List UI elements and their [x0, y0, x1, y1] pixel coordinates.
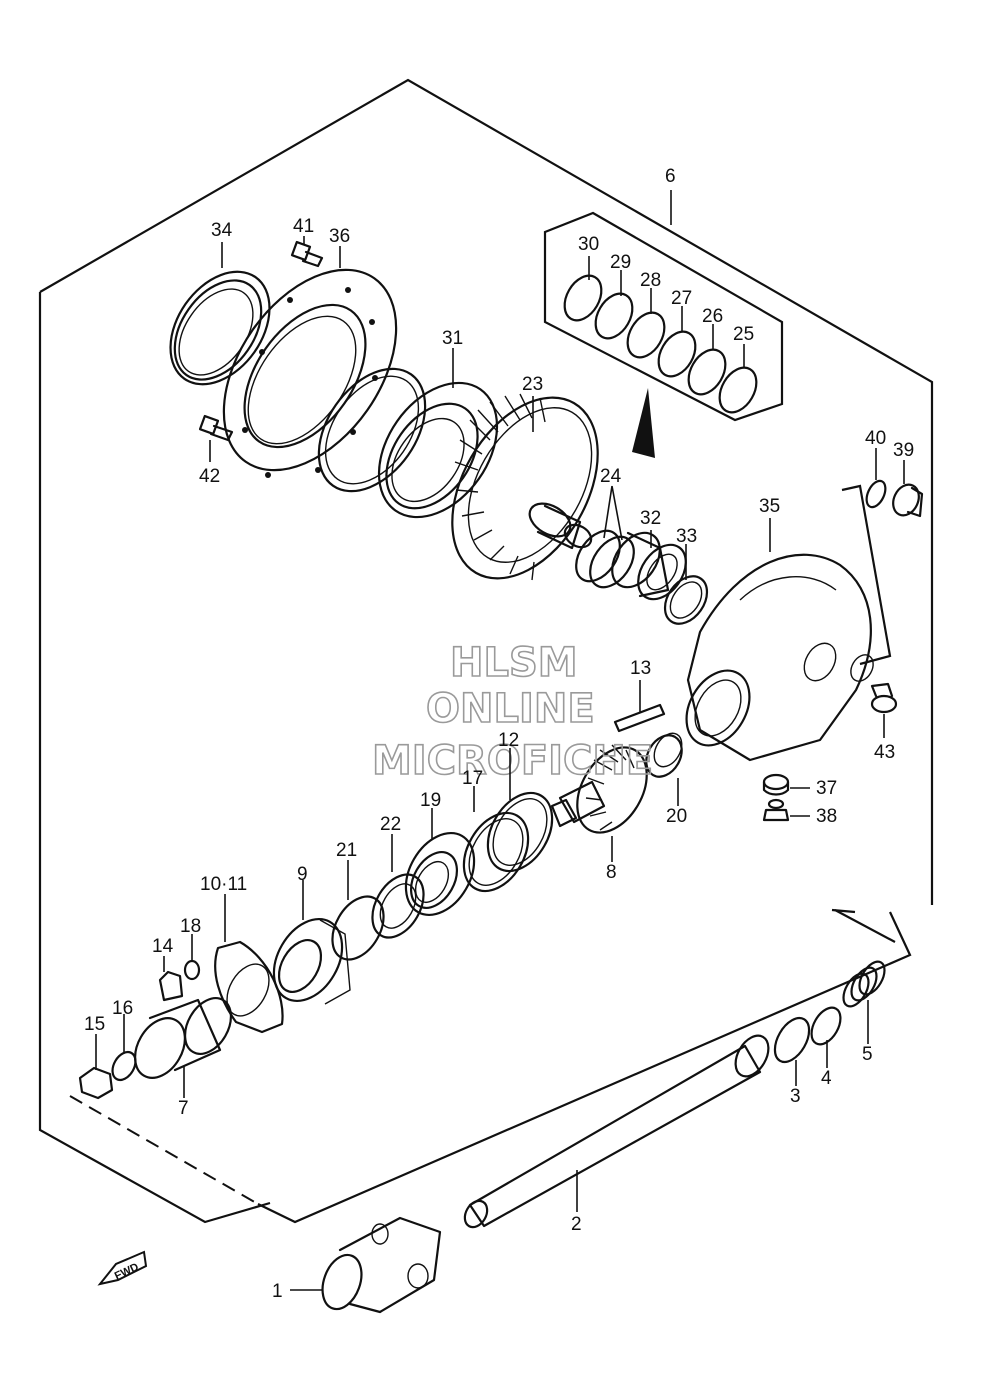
callout-1: 1: [272, 1281, 283, 1302]
callout-10-11: 10·11: [200, 874, 247, 895]
part-13-stud: [613, 703, 666, 733]
callout-16: 16: [112, 998, 133, 1019]
callout-7: 7: [178, 1098, 189, 1119]
part-12-ring: [486, 791, 554, 873]
watermark-line-3: MICROFICHE: [372, 738, 653, 784]
callout-28: 28: [640, 270, 661, 291]
callout-8: 8: [606, 862, 617, 883]
watermark-line-2: ONLINE: [426, 686, 595, 732]
callout-37: 37: [816, 778, 837, 799]
callouts: 1 2 3 4 5 6 7 8 9 10·11 12 13 14 15 16 1…: [84, 166, 914, 1302]
part-43-screw: [870, 682, 898, 714]
part-8-pinion: [550, 744, 648, 834]
callout-13: 13: [630, 658, 651, 679]
inset-pointer: [632, 388, 655, 458]
callout-18: 18: [180, 916, 201, 937]
part-42-bolt: [198, 414, 234, 442]
watermark-line-1: HLSM: [450, 640, 578, 686]
ring-inset-frame: [543, 211, 784, 422]
shaft-group-frame: [257, 909, 912, 1224]
part-23-ring-gear: [451, 393, 599, 581]
part-33-ring: [663, 575, 709, 625]
part-16-washer: [111, 1050, 137, 1082]
callout-5: 5: [862, 1044, 873, 1065]
callout-22: 22: [380, 814, 401, 835]
callout-4: 4: [821, 1068, 832, 1089]
ring-set-25-30: [563, 274, 758, 414]
frame-top-right: [831, 908, 856, 914]
callout-14: 14: [152, 936, 174, 957]
callout-32: 32: [640, 508, 661, 529]
part-10-11-gasket: [214, 940, 284, 1034]
fwd-arrow: FWD: [97, 1250, 148, 1286]
callout-20: 20: [666, 806, 687, 827]
callout-38: 38: [816, 806, 837, 827]
callout-30: 30: [578, 234, 599, 255]
watermark: HLSM ONLINE MICROFICHE: [371, 639, 654, 785]
part-15-nut: [78, 1066, 114, 1100]
callout-39: 39: [893, 440, 914, 461]
callout-15: 15: [84, 1014, 105, 1035]
part-17-ring: [462, 811, 530, 893]
callout-19: 19: [420, 790, 441, 811]
callout-9: 9: [297, 864, 308, 885]
callout-12: 12: [498, 730, 519, 751]
part-35-gear-case: [685, 553, 874, 762]
part-38-fitting: [762, 798, 790, 822]
callout-27: 27: [671, 288, 692, 309]
part-41-bolt: [290, 240, 324, 268]
callout-35: 35: [759, 496, 780, 517]
callout-23: 23: [522, 374, 543, 395]
callout-31: 31: [442, 328, 463, 349]
frame-dash-line: [69, 1095, 259, 1205]
part-31-bearing: [377, 381, 499, 519]
callout-21: 21: [336, 840, 357, 861]
part-3-ring: [773, 1016, 811, 1064]
callout-34: 34: [211, 220, 233, 241]
part-22-seal: [371, 873, 425, 939]
callout-36: 36: [329, 226, 350, 247]
callout-3: 3: [790, 1086, 801, 1107]
part-20-bearing: [645, 732, 683, 778]
part-39-plug: [892, 483, 924, 518]
part-19-bearing: [404, 831, 476, 917]
callout-26: 26: [702, 306, 723, 327]
part-2-drive-shaft: [463, 1034, 770, 1229]
callout-40: 40: [865, 428, 886, 449]
part-40-washer: [865, 479, 887, 509]
callout-43: 43: [874, 742, 895, 763]
callout-24: 24: [600, 466, 622, 487]
callout-25: 25: [733, 324, 754, 345]
callout-6: 6: [665, 166, 676, 187]
part-18-washer: [183, 959, 201, 981]
part-5-spring: [842, 960, 886, 1008]
part-14-cap-nut: [158, 970, 184, 1002]
part-21-circlip: [331, 895, 385, 961]
part-32-bearing: [611, 531, 687, 601]
part-7-sleeve: [134, 997, 233, 1079]
callout-2: 2: [571, 1214, 582, 1235]
leader-lines: [95, 190, 905, 1291]
part-31-shim: [317, 367, 427, 493]
callout-33: 33: [676, 526, 697, 547]
callout-17: 17: [462, 768, 483, 789]
callout-42: 42: [199, 466, 220, 487]
part-1-universal-joint: [321, 1216, 442, 1314]
part-4-circlip: [810, 1006, 842, 1046]
plug-guide: [841, 484, 892, 666]
callout-41: 41: [293, 216, 314, 237]
part-9-lock-nut: [272, 917, 351, 1005]
assembly-frame: [38, 78, 934, 1224]
part-37-fitting: [762, 773, 790, 796]
callout-29: 29: [610, 252, 631, 273]
part-34-oil-seal: [169, 270, 271, 386]
